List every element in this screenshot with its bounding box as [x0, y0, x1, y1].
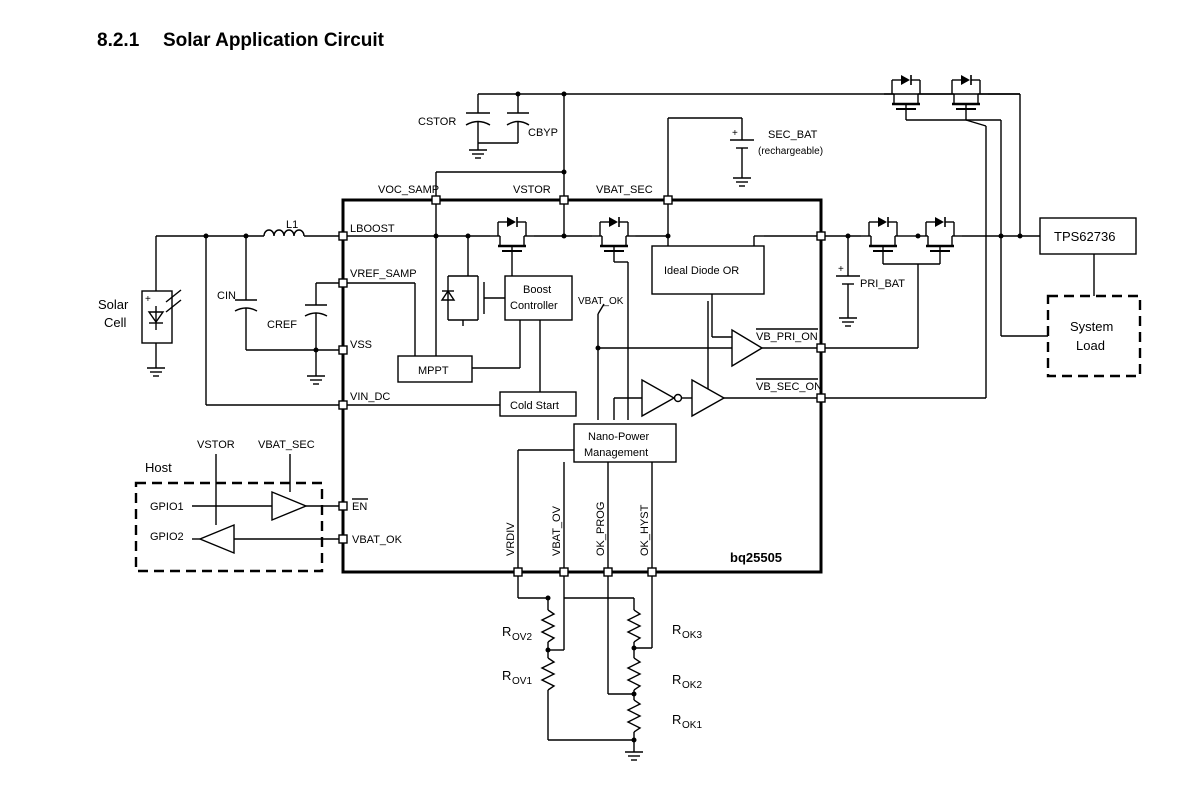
- rok3-resistor: [626, 609, 642, 643]
- boost-controller-block: [504, 275, 573, 321]
- tps62736-block: [1039, 217, 1137, 255]
- low-side-fet: [440, 236, 505, 326]
- pri-fet-2: [916, 215, 964, 253]
- chip-name: bq25505: [730, 550, 782, 565]
- rok1-sub: OK1: [682, 720, 702, 731]
- boost-label-2: Controller: [510, 300, 558, 312]
- ideal-diode-or-block: [651, 245, 765, 295]
- cstor-capacitor: [465, 94, 491, 159]
- lboost-label: LBOOST: [350, 223, 395, 235]
- ic-body: [341, 198, 823, 574]
- sec-out-fet-1: [882, 73, 930, 111]
- solar-label-1: Solar: [98, 297, 129, 312]
- l1-label: L1: [286, 219, 298, 231]
- cin-label: CIN: [217, 290, 236, 302]
- rok3-label: R: [672, 622, 681, 637]
- voc-samp-label: VOC_SAMP: [378, 184, 439, 196]
- rok3-sub: OK3: [682, 630, 702, 641]
- rov1-sub: OV1: [512, 676, 532, 687]
- en-label: EN: [352, 501, 367, 513]
- cbyp-capacitor: [478, 94, 530, 144]
- gpio2-buffer: [198, 523, 235, 555]
- boost-label-1: Boost: [523, 284, 551, 296]
- gpio1-buffer: [271, 490, 308, 522]
- vstor-label: VSTOR: [513, 184, 551, 196]
- cbyp-label: CBYP: [528, 127, 558, 139]
- cref-capacitor: [304, 282, 343, 385]
- solar-cell: +: [141, 236, 182, 377]
- pri-comparator: [598, 294, 821, 368]
- ok-prog-label: OK_PROG: [595, 502, 607, 556]
- sec-fet: [590, 215, 638, 253]
- svg-text:+: +: [145, 294, 151, 305]
- nano-power-management-block: [573, 423, 677, 463]
- sec-inverter: [613, 378, 692, 420]
- vbat-sec-label: VBAT_SEC: [596, 184, 653, 196]
- vbat-ok-internal-label: VBAT_OK: [578, 296, 624, 307]
- ideal-diode-label: Ideal Diode OR: [664, 265, 739, 277]
- section-title: Solar Application Circuit: [163, 30, 384, 51]
- vbat-ok-pin-label: VBAT_OK: [352, 534, 403, 546]
- rok2-label: R: [672, 672, 681, 687]
- system-load-block: [1046, 294, 1142, 378]
- cstor-label: CSTOR: [418, 116, 456, 128]
- vref-samp-label: VREF_SAMP: [350, 268, 417, 280]
- cold-start-label: Cold Start: [510, 400, 559, 412]
- host-vstor-label: VSTOR: [197, 439, 235, 451]
- l1-inductor: [263, 229, 305, 237]
- host-vbat-sec-label: VBAT_SEC: [258, 439, 315, 451]
- rok1-resistor: [626, 699, 642, 733]
- section-number: 8.2.1: [97, 30, 140, 51]
- vb-sec-on-label: VB_SEC_ON: [756, 381, 822, 393]
- npm-label-2: Management: [584, 447, 648, 459]
- load-label-2: Load: [1076, 338, 1105, 353]
- boost-fet: [488, 215, 536, 253]
- host-block: [134, 481, 324, 573]
- rov2-label: R: [502, 624, 511, 639]
- svg-text:+: +: [732, 128, 738, 139]
- solar-label-2: Cell: [104, 315, 127, 330]
- section-heading: 8.2.1 Solar Application Circuit: [97, 30, 384, 52]
- cref-label: CREF: [267, 319, 297, 331]
- npm-label-1: Nano-Power: [588, 431, 649, 443]
- gpio1-label: GPIO1: [150, 501, 184, 513]
- rov1-label: R: [502, 668, 511, 683]
- sec-bat-note: (rechargeable): [758, 146, 823, 157]
- ic-pins: [338, 195, 826, 577]
- sec-out-fet-2: [942, 73, 990, 111]
- rov2-resistor: [540, 609, 556, 643]
- cold-start-block: [499, 391, 577, 417]
- cin-capacitor: [234, 236, 258, 350]
- vbat-ov-label: VBAT_OV: [551, 505, 563, 556]
- host-label: Host: [145, 460, 172, 475]
- ok-hyst-label: OK_HYST: [639, 504, 651, 556]
- sec-bat-label: SEC_BAT: [768, 129, 818, 141]
- rok1-label: R: [672, 712, 681, 727]
- sec-comparator: [691, 301, 821, 418]
- rov1-resistor: [540, 657, 556, 691]
- rok2-resistor: [626, 657, 642, 691]
- svg-text:+: +: [838, 264, 844, 275]
- vb-pri-on-label: VB_PRI_ON: [756, 331, 818, 343]
- gpio2-label: GPIO2: [150, 531, 184, 543]
- vss-label: VSS: [350, 339, 372, 351]
- rok2-sub: OK2: [682, 680, 702, 691]
- tps-label: TPS62736: [1054, 229, 1115, 244]
- load-label-1: System: [1070, 319, 1113, 334]
- pri-bat-label: PRI_BAT: [860, 278, 905, 290]
- rov2-sub: OV2: [512, 632, 532, 643]
- vin-dc-label: VIN_DC: [350, 391, 390, 403]
- vrdiv-label: VRDIV: [505, 522, 517, 556]
- pri-bat-battery: +: [836, 236, 860, 327]
- mppt-block: [397, 355, 473, 383]
- mppt-label: MPPT: [418, 365, 449, 377]
- sec-bat-battery: +: [730, 118, 754, 187]
- pri-fet-1: [859, 215, 907, 253]
